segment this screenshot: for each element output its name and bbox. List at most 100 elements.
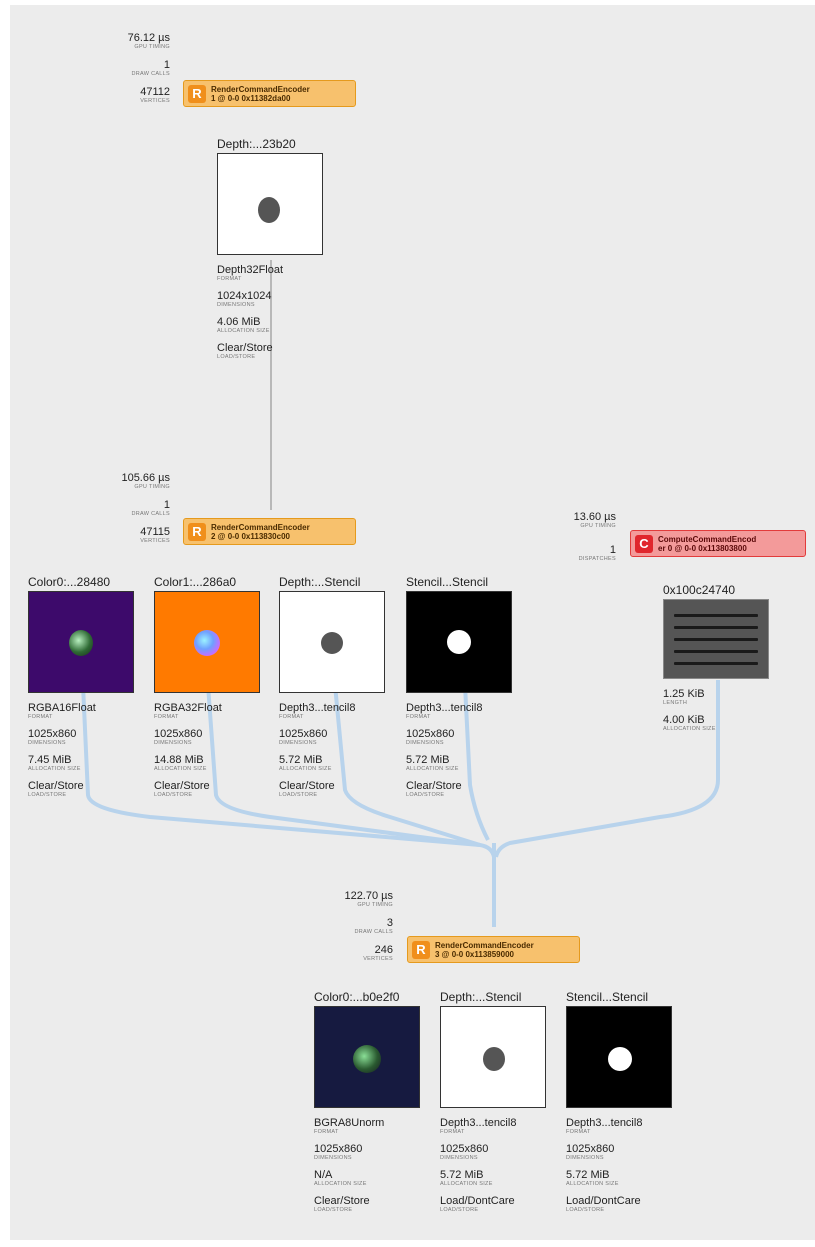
meta-value: RGBA32Float xyxy=(154,702,222,714)
meta-value: Clear/Store xyxy=(314,1195,370,1207)
resource-title: 0x100c24740 xyxy=(663,583,736,597)
resource-title: Stencil...Stencil xyxy=(566,990,649,1004)
resource-title: Depth:...23b20 xyxy=(217,137,296,151)
meta-label: ALLOCATION SIZE xyxy=(314,1181,367,1187)
meta-value: 1024x1024 xyxy=(217,290,272,302)
stat-label: DRAW CALLS xyxy=(354,929,393,935)
resource-title: Color1:...286a0 xyxy=(154,575,237,589)
meta-label: LOAD/STORE xyxy=(440,1207,479,1213)
wire-color0 xyxy=(81,684,496,858)
resource-title: Color0:...28480 xyxy=(28,575,111,589)
stat-label: VERTICES xyxy=(363,956,393,962)
object-mask xyxy=(608,1047,632,1071)
meta-value: 1025x860 xyxy=(440,1143,489,1155)
meta-label: LOAD/STORE xyxy=(279,792,318,798)
stencil-texture-thumbnail xyxy=(406,591,512,693)
meta-value: 5.72 MiB xyxy=(406,754,450,766)
buffer-row xyxy=(674,614,758,617)
wire-buffer xyxy=(494,680,720,858)
stat-label: DRAW CALLS xyxy=(131,71,170,77)
compute-encoder-icon: C xyxy=(635,534,653,553)
meta-label: ALLOCATION SIZE xyxy=(406,766,459,772)
color-texture-thumbnail xyxy=(28,591,134,693)
stat-value: 1 xyxy=(163,59,170,71)
meta-value: 5.72 MiB xyxy=(279,754,323,766)
stat-value: 1 xyxy=(163,499,170,511)
stat-label: DRAW CALLS xyxy=(131,511,170,517)
stat-label: GPU TIMING xyxy=(580,523,616,529)
render-encoder-icon: R xyxy=(188,522,206,541)
object-silhouette xyxy=(258,197,280,223)
meta-value: 1.25 KiB xyxy=(663,688,705,700)
meta-value: Depth3...tencil8 xyxy=(440,1117,517,1129)
resource-title: Color0:...b0e2f0 xyxy=(314,990,400,1004)
stat-value: 76.12 µs xyxy=(127,32,170,44)
wire-stencil xyxy=(463,684,490,841)
meta-label: DIMENSIONS xyxy=(314,1155,352,1161)
stat-value: 246 xyxy=(374,944,393,956)
meta-value: Clear/Store xyxy=(28,780,84,792)
meta-value: Depth3...tencil8 xyxy=(279,702,356,714)
meta-value: 1025x860 xyxy=(406,728,455,740)
encoder-name: RenderCommandEncoder xyxy=(211,84,310,94)
meta-label: FORMAT xyxy=(279,714,304,720)
buffer-icon xyxy=(663,599,769,679)
meta-value: 1025x860 xyxy=(279,728,328,740)
buffer-row xyxy=(674,662,758,665)
meta-label: FORMAT xyxy=(406,714,431,720)
meta-label: FORMAT xyxy=(28,714,53,720)
buffer-row xyxy=(674,626,758,629)
meta-label: DIMENSIONS xyxy=(154,740,192,746)
meta-label: FORMAT xyxy=(566,1129,591,1135)
meta-value: Clear/Store xyxy=(217,342,273,354)
object-silhouette xyxy=(483,1047,505,1071)
meta-value: Depth3...tencil8 xyxy=(566,1117,643,1129)
stat-value: 122.70 µs xyxy=(344,890,393,902)
meta-value: Clear/Store xyxy=(406,780,462,792)
stat-label: DISPATCHES xyxy=(578,556,616,562)
object-normals-render xyxy=(194,630,220,656)
meta-label: DIMENSIONS xyxy=(279,740,317,746)
meta-label: ALLOCATION SIZE xyxy=(279,766,332,772)
depth-texture-thumbnail xyxy=(440,1006,546,1108)
meta-label: ALLOCATION SIZE xyxy=(663,726,716,732)
meta-value: 7.45 MiB xyxy=(28,754,72,766)
meta-value: Depth3...tencil8 xyxy=(406,702,483,714)
meta-label: FORMAT xyxy=(440,1129,465,1135)
buffer-row xyxy=(674,638,758,641)
resource-title: Depth:...Stencil xyxy=(440,990,522,1004)
meta-value: 1025x860 xyxy=(314,1143,363,1155)
meta-value: N/A xyxy=(314,1169,333,1181)
encoder-name: RenderCommandEncoder xyxy=(211,522,310,532)
stat-label: VERTICES xyxy=(140,538,170,544)
encoder-id: 2 @ 0-0 0x113830c00 xyxy=(211,531,290,541)
encoder-id: 3 @ 0-0 0x113859000 xyxy=(435,949,514,959)
stat-value: 47115 xyxy=(140,526,170,538)
encoder-name: RenderCommandEncoder xyxy=(435,940,534,950)
color-texture-thumbnail xyxy=(314,1006,420,1108)
meta-label: DIMENSIONS xyxy=(440,1155,478,1161)
encoder-name: ComputeCommandEncod xyxy=(658,534,757,544)
meta-label: FORMAT xyxy=(217,276,242,282)
wire-depth-stencil xyxy=(333,684,481,847)
meta-value: Clear/Store xyxy=(279,780,335,792)
stat-label: VERTICES xyxy=(140,98,170,104)
meta-label: ALLOCATION SIZE xyxy=(440,1181,493,1187)
meta-label: ALLOCATION SIZE xyxy=(566,1181,619,1187)
